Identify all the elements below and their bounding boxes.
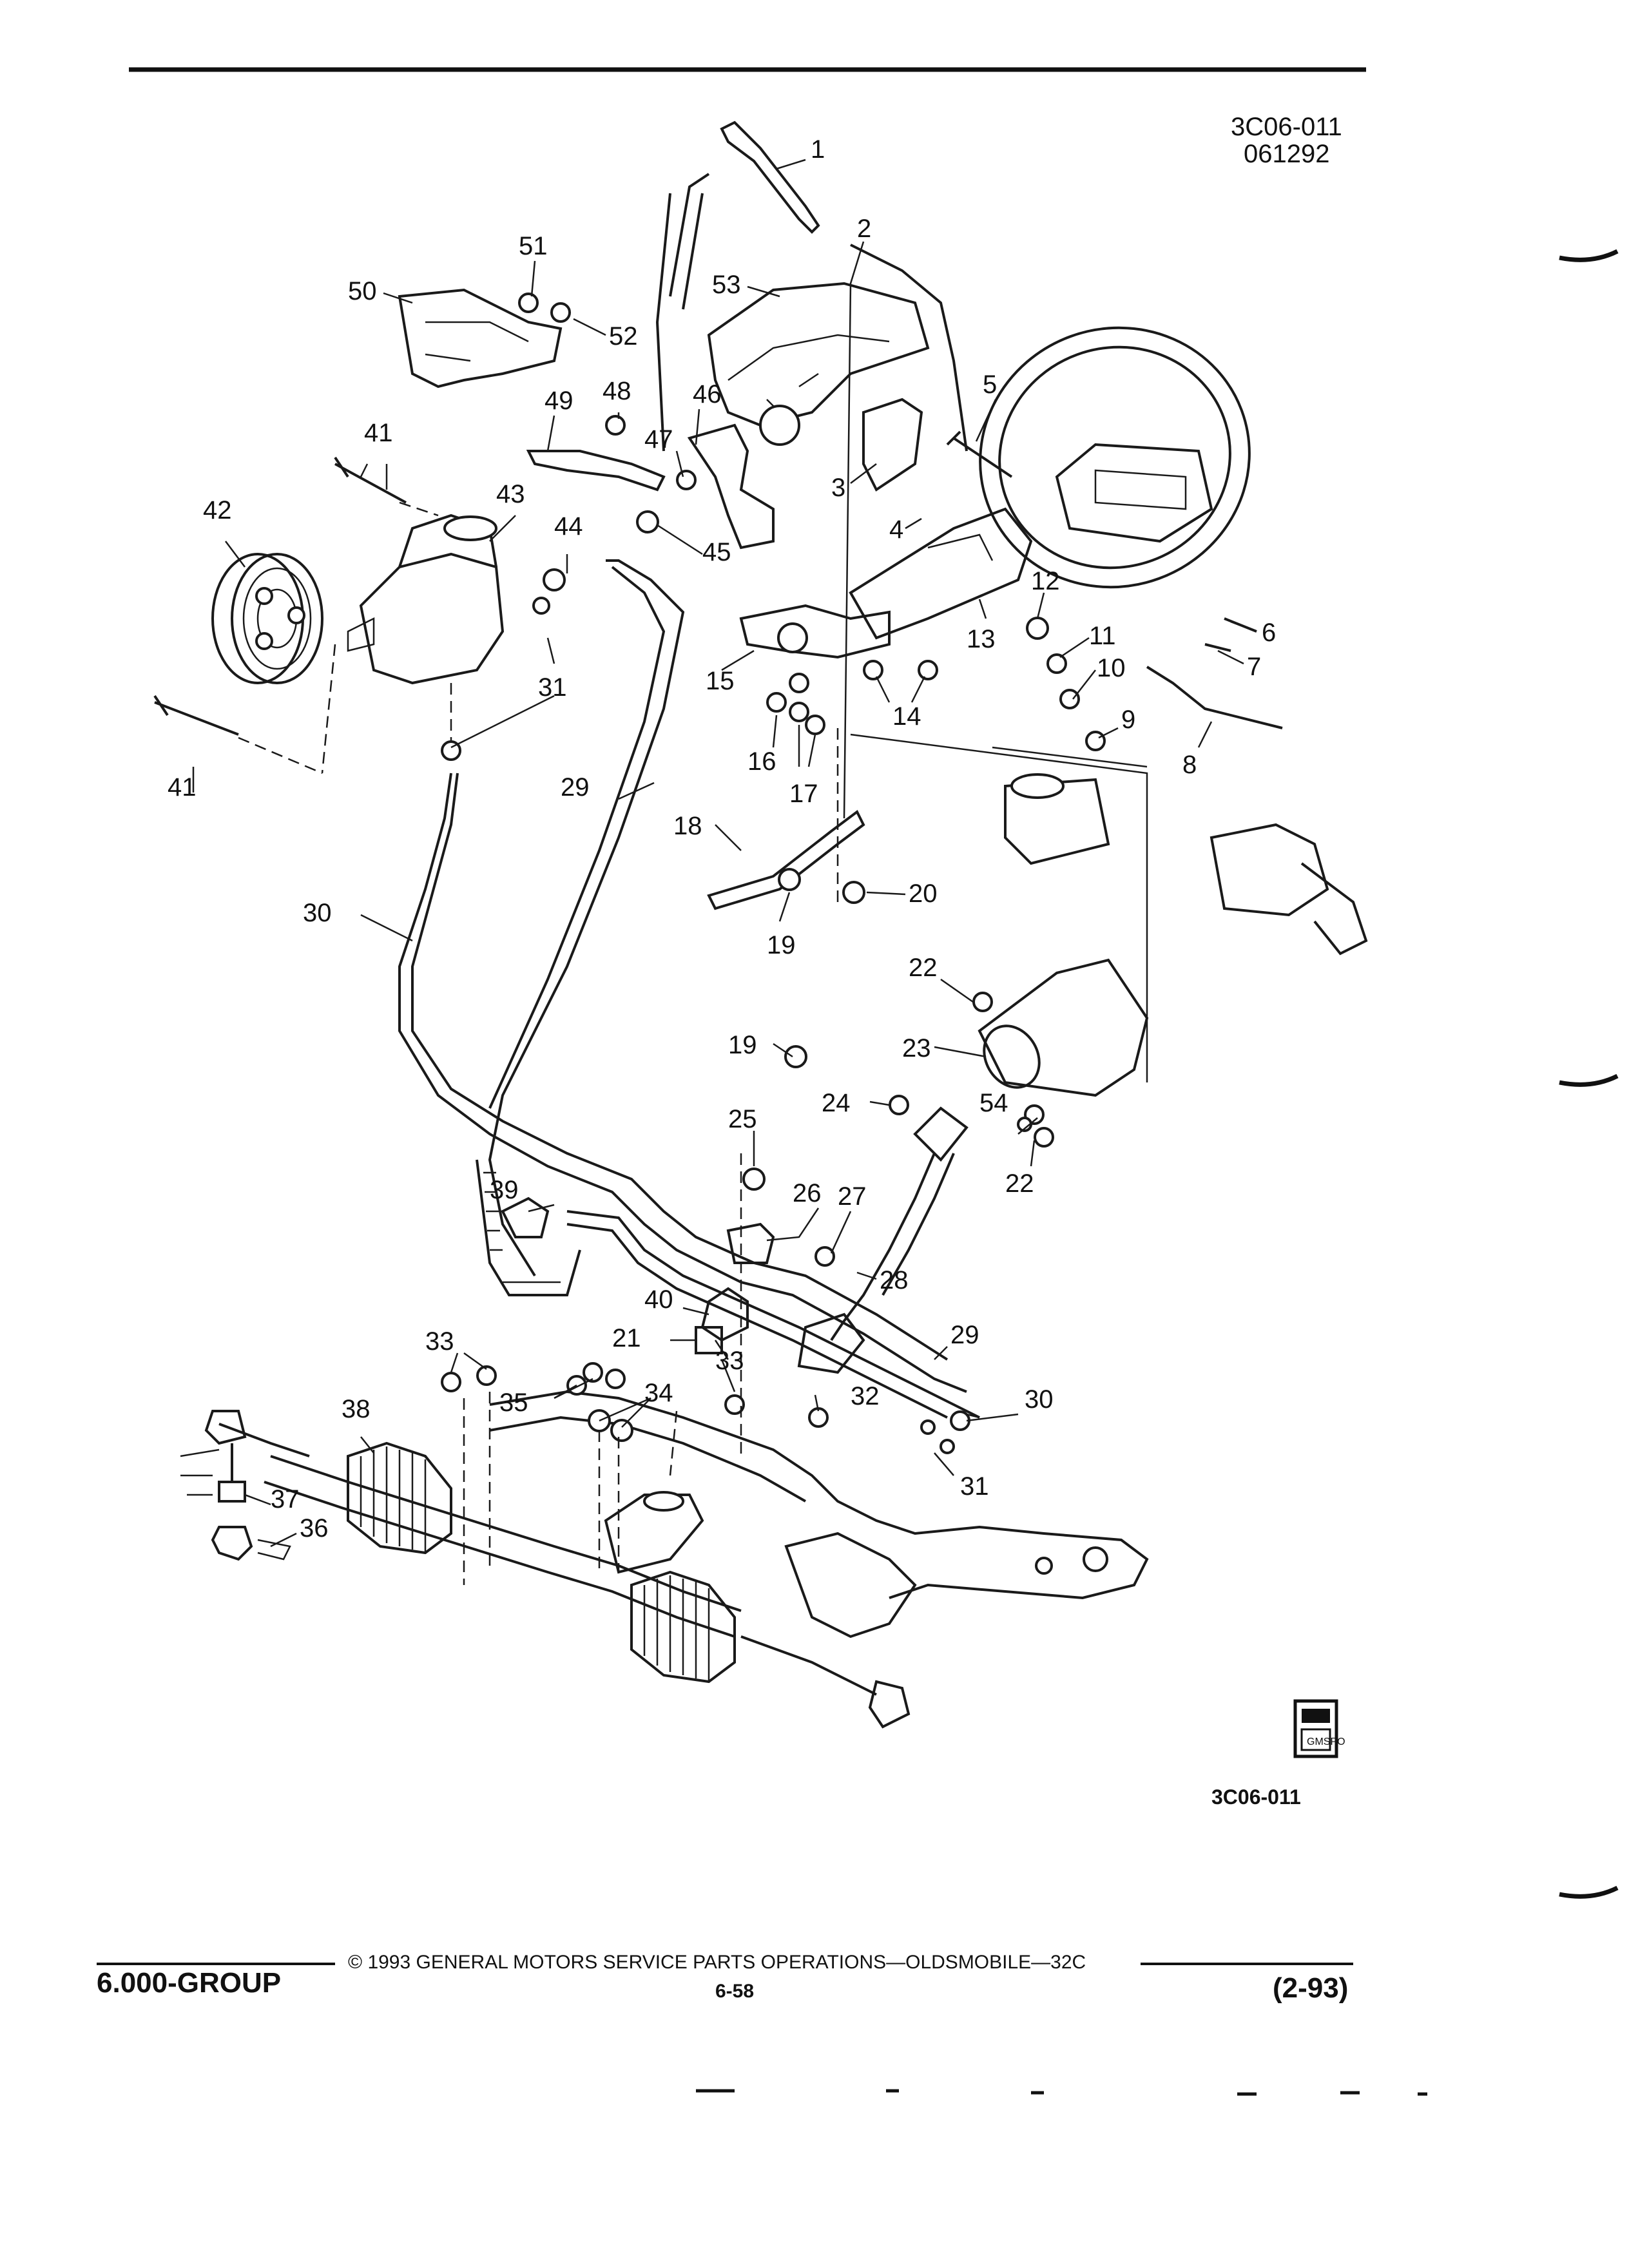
- callout-41-upper: 41: [364, 419, 393, 447]
- callout-28: 28: [880, 1266, 909, 1294]
- callout-29-upper: 29: [561, 773, 590, 802]
- callout-2: 2: [857, 215, 871, 243]
- callout-numbers: 1 2 3 4 5 6 7 8 9 10 11 12 13 14 15 16 1…: [168, 135, 1276, 1542]
- callout-16: 16: [747, 747, 776, 776]
- callout-22-upper: 22: [909, 954, 938, 982]
- callout-47: 47: [644, 425, 673, 454]
- callout-29-lower: 29: [950, 1321, 979, 1349]
- callout-19-lower: 19: [728, 1031, 757, 1059]
- callout-27: 27: [838, 1182, 867, 1211]
- callout-31-lower: 31: [960, 1472, 989, 1501]
- callout-30-upper: 30: [303, 899, 332, 927]
- pump-brackets: [398, 288, 697, 533]
- callout-41-lower: 41: [168, 773, 197, 802]
- callout-10: 10: [1097, 654, 1126, 682]
- callout-38: 38: [342, 1395, 371, 1423]
- callout-31-upper: 31: [538, 673, 567, 702]
- callout-40: 40: [644, 1285, 673, 1314]
- callout-36: 36: [300, 1514, 329, 1542]
- callout-54: 54: [979, 1089, 1008, 1117]
- callout-7: 7: [1247, 653, 1261, 681]
- callout-23: 23: [902, 1034, 931, 1062]
- binding-mark: [1559, 1885, 1619, 1899]
- callout-53: 53: [712, 271, 741, 299]
- intermediate-shaft: [797, 1106, 969, 1428]
- footer-copyright: © 1993 GENERAL MOTORS SERVICE PARTS OPER…: [348, 1952, 1086, 1973]
- drawing-code: 3C06-011: [1231, 113, 1342, 141]
- callout-52: 52: [609, 322, 638, 351]
- callout-30-lower: 30: [1025, 1385, 1054, 1414]
- rack-and-pinion: [180, 728, 1149, 1729]
- callout-50: 50: [348, 277, 377, 305]
- footer-group: 6.000-GROUP: [97, 1967, 281, 1999]
- callout-3: 3: [831, 474, 845, 502]
- hose-clamps: [501, 1168, 835, 1354]
- date-code: 061292: [1244, 140, 1329, 168]
- callout-22-lower: 22: [1005, 1169, 1034, 1198]
- callout-39: 39: [490, 1176, 519, 1204]
- power-steering-pump: [153, 456, 566, 774]
- callout-21: 21: [612, 1324, 641, 1352]
- callout-45: 45: [702, 538, 731, 566]
- callout-19-upper: 19: [767, 931, 796, 959]
- callout-24: 24: [822, 1089, 851, 1117]
- callout-33-right: 33: [715, 1347, 744, 1375]
- callout-46: 46: [693, 380, 722, 408]
- footer-revision: (2-93): [1273, 1972, 1348, 2004]
- callout-20: 20: [909, 879, 938, 908]
- binding-mark: [1559, 1073, 1619, 1087]
- callout-42: 42: [203, 496, 232, 524]
- footer-page-number: 6-58: [715, 1981, 754, 2002]
- callout-43: 43: [496, 480, 525, 508]
- callout-4: 4: [889, 515, 903, 544]
- callout-1: 1: [811, 135, 825, 164]
- callout-12: 12: [1031, 567, 1060, 595]
- callout-6: 6: [1262, 619, 1276, 647]
- callout-9: 9: [1121, 706, 1135, 734]
- callout-17: 17: [789, 780, 818, 808]
- callout-leaders: [192, 159, 1257, 1548]
- pressure-hoses: [398, 559, 980, 1454]
- callout-35: 35: [499, 1389, 528, 1417]
- figure-code: 3C06-011: [1211, 1785, 1301, 1809]
- steering-column-assembly: [655, 120, 1283, 910]
- callout-32: 32: [851, 1382, 880, 1410]
- callout-49: 49: [545, 387, 574, 415]
- callout-5: 5: [983, 370, 997, 399]
- callout-37: 37: [271, 1485, 300, 1514]
- gm-spo-badge-text: GMSPO: [1307, 1736, 1345, 1747]
- scan-marks: [696, 2089, 1427, 2096]
- callout-25: 25: [728, 1105, 757, 1133]
- gm-spo-logo-icon: GMSPO: [1293, 1699, 1345, 1758]
- callout-11: 11: [1089, 622, 1116, 650]
- callout-26: 26: [793, 1179, 822, 1207]
- callout-18: 18: [673, 812, 702, 840]
- callout-34: 34: [644, 1379, 673, 1407]
- callout-48: 48: [602, 377, 631, 405]
- callout-14: 14: [892, 702, 921, 731]
- callout-8: 8: [1182, 751, 1197, 779]
- callout-51: 51: [519, 232, 548, 260]
- binding-mark: [1559, 249, 1619, 262]
- callout-44: 44: [554, 512, 583, 541]
- callout-13: 13: [967, 625, 996, 653]
- callout-15: 15: [706, 667, 735, 695]
- callout-33-left: 33: [425, 1327, 454, 1356]
- firewall-area: [784, 733, 1368, 1148]
